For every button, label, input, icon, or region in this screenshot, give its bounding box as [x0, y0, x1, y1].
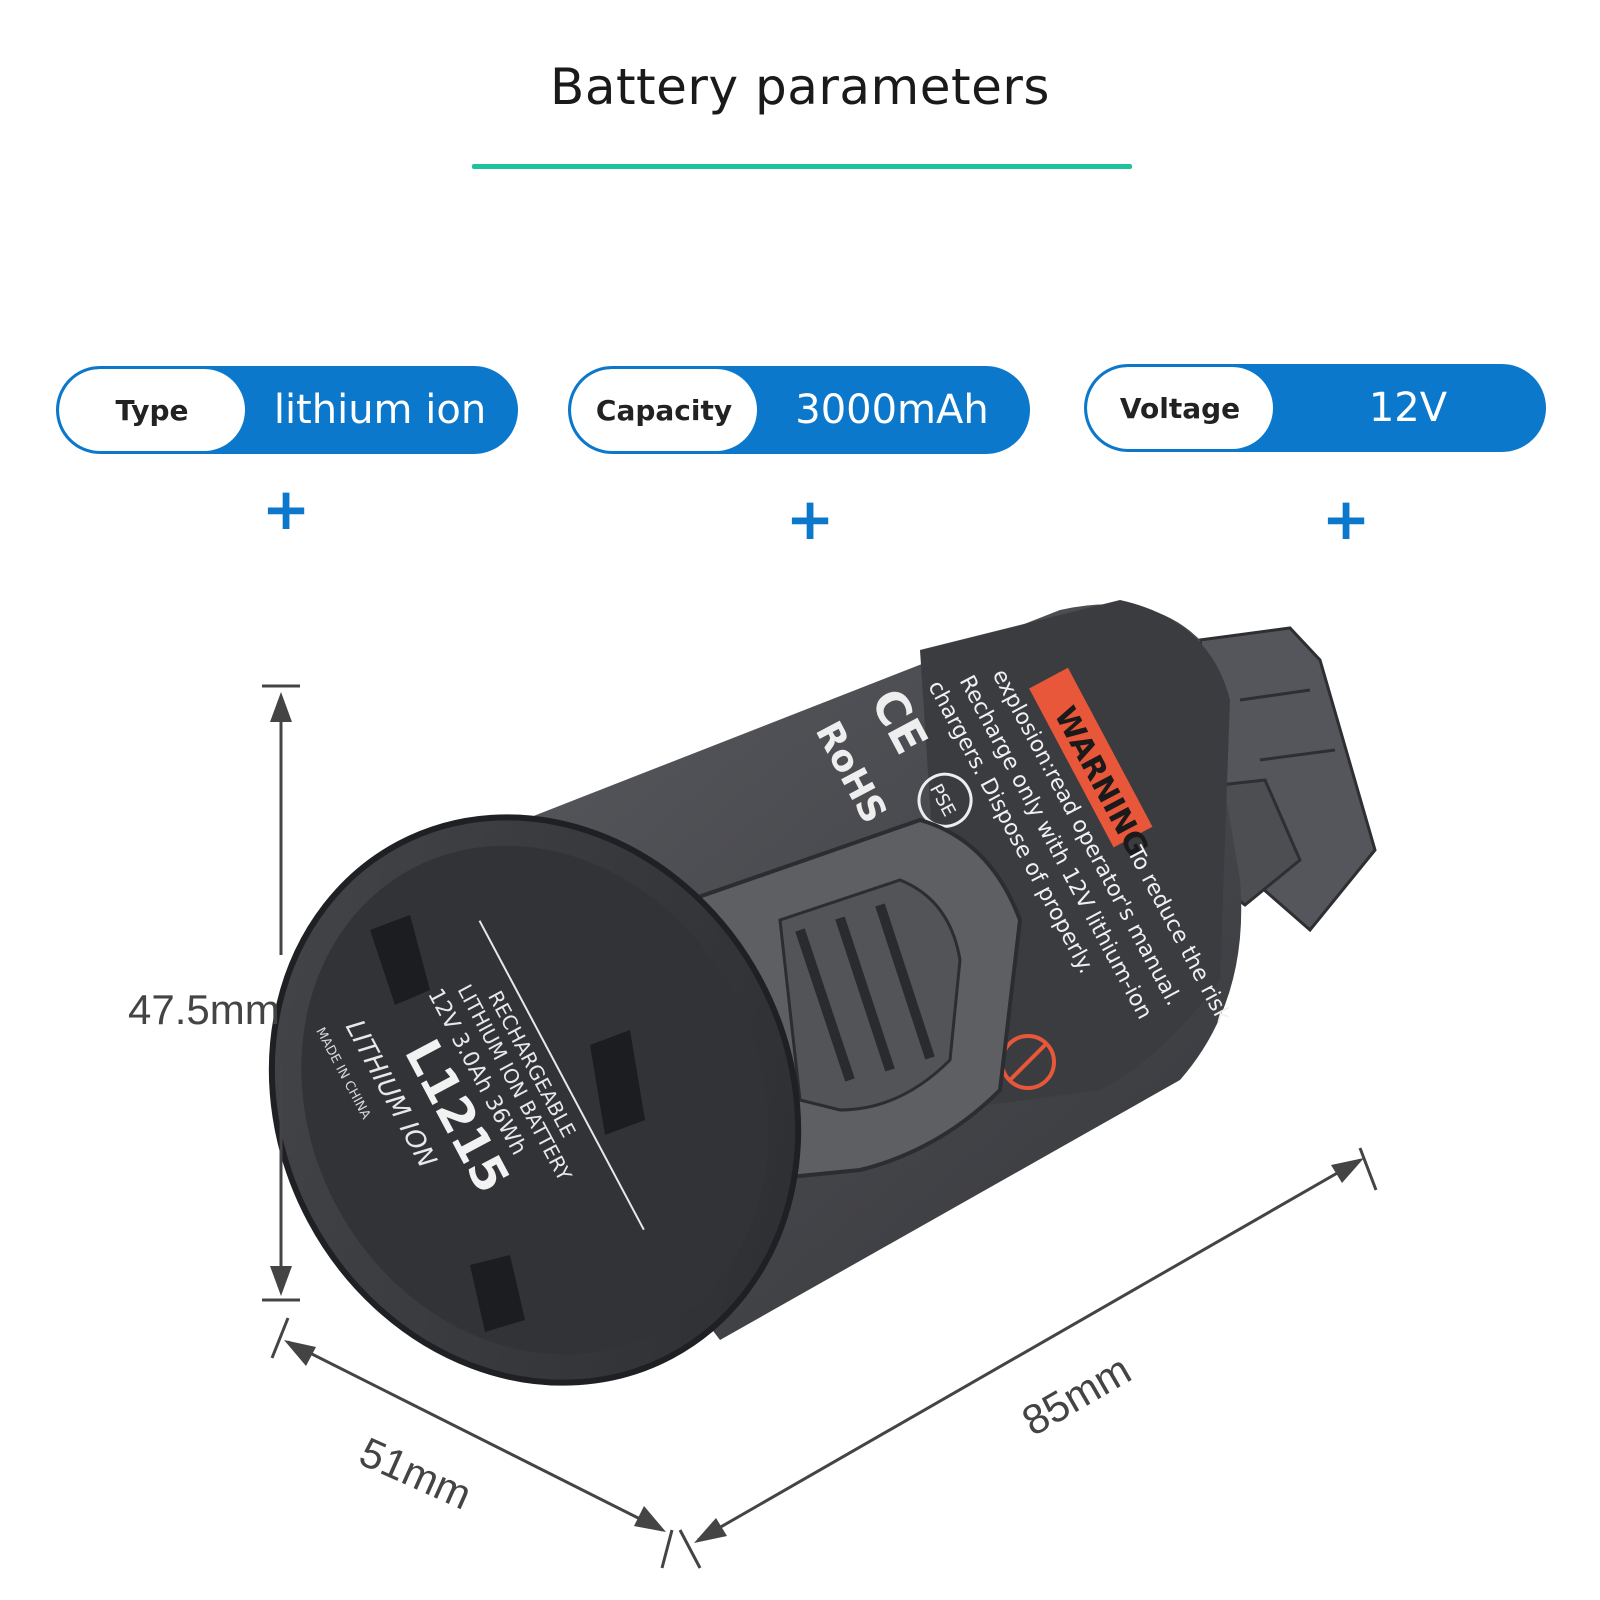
- battery-end-cap: RECHARGEABLE LITHIUM ION BATTERY 12V 3.0…: [268, 814, 802, 1386]
- spec-label-voltage: Voltage: [1087, 367, 1273, 449]
- dimension-height-label: 47.5mm: [128, 986, 280, 1033]
- spec-pill-capacity: Capacity 3000mAh: [568, 366, 1030, 454]
- pse-mark-circle: [917, 772, 973, 828]
- spec-label-type: Type: [59, 369, 245, 451]
- spec-label-capacity: Capacity: [571, 369, 757, 451]
- warning-badge: [1029, 667, 1153, 848]
- spec-pill-voltage: Voltage 12V: [1084, 364, 1546, 452]
- spec-value-voltage: 12V: [1368, 385, 1448, 431]
- mount-slot: [370, 915, 430, 1005]
- spec-pill-type: Type lithium ion: [56, 366, 518, 454]
- plus-icon: +: [1321, 485, 1371, 553]
- dimension-lines: [262, 684, 1378, 1569]
- plus-icon: +: [785, 485, 835, 553]
- plus-icon: +: [261, 475, 311, 543]
- mount-slot: [590, 1030, 645, 1135]
- title-underline: [472, 164, 1132, 169]
- page-title: Battery parameters: [550, 58, 1050, 116]
- mount-slot: [470, 1255, 525, 1332]
- spec-value-type: lithium ion: [273, 387, 487, 433]
- spec-value-capacity: 3000mAh: [795, 387, 989, 433]
